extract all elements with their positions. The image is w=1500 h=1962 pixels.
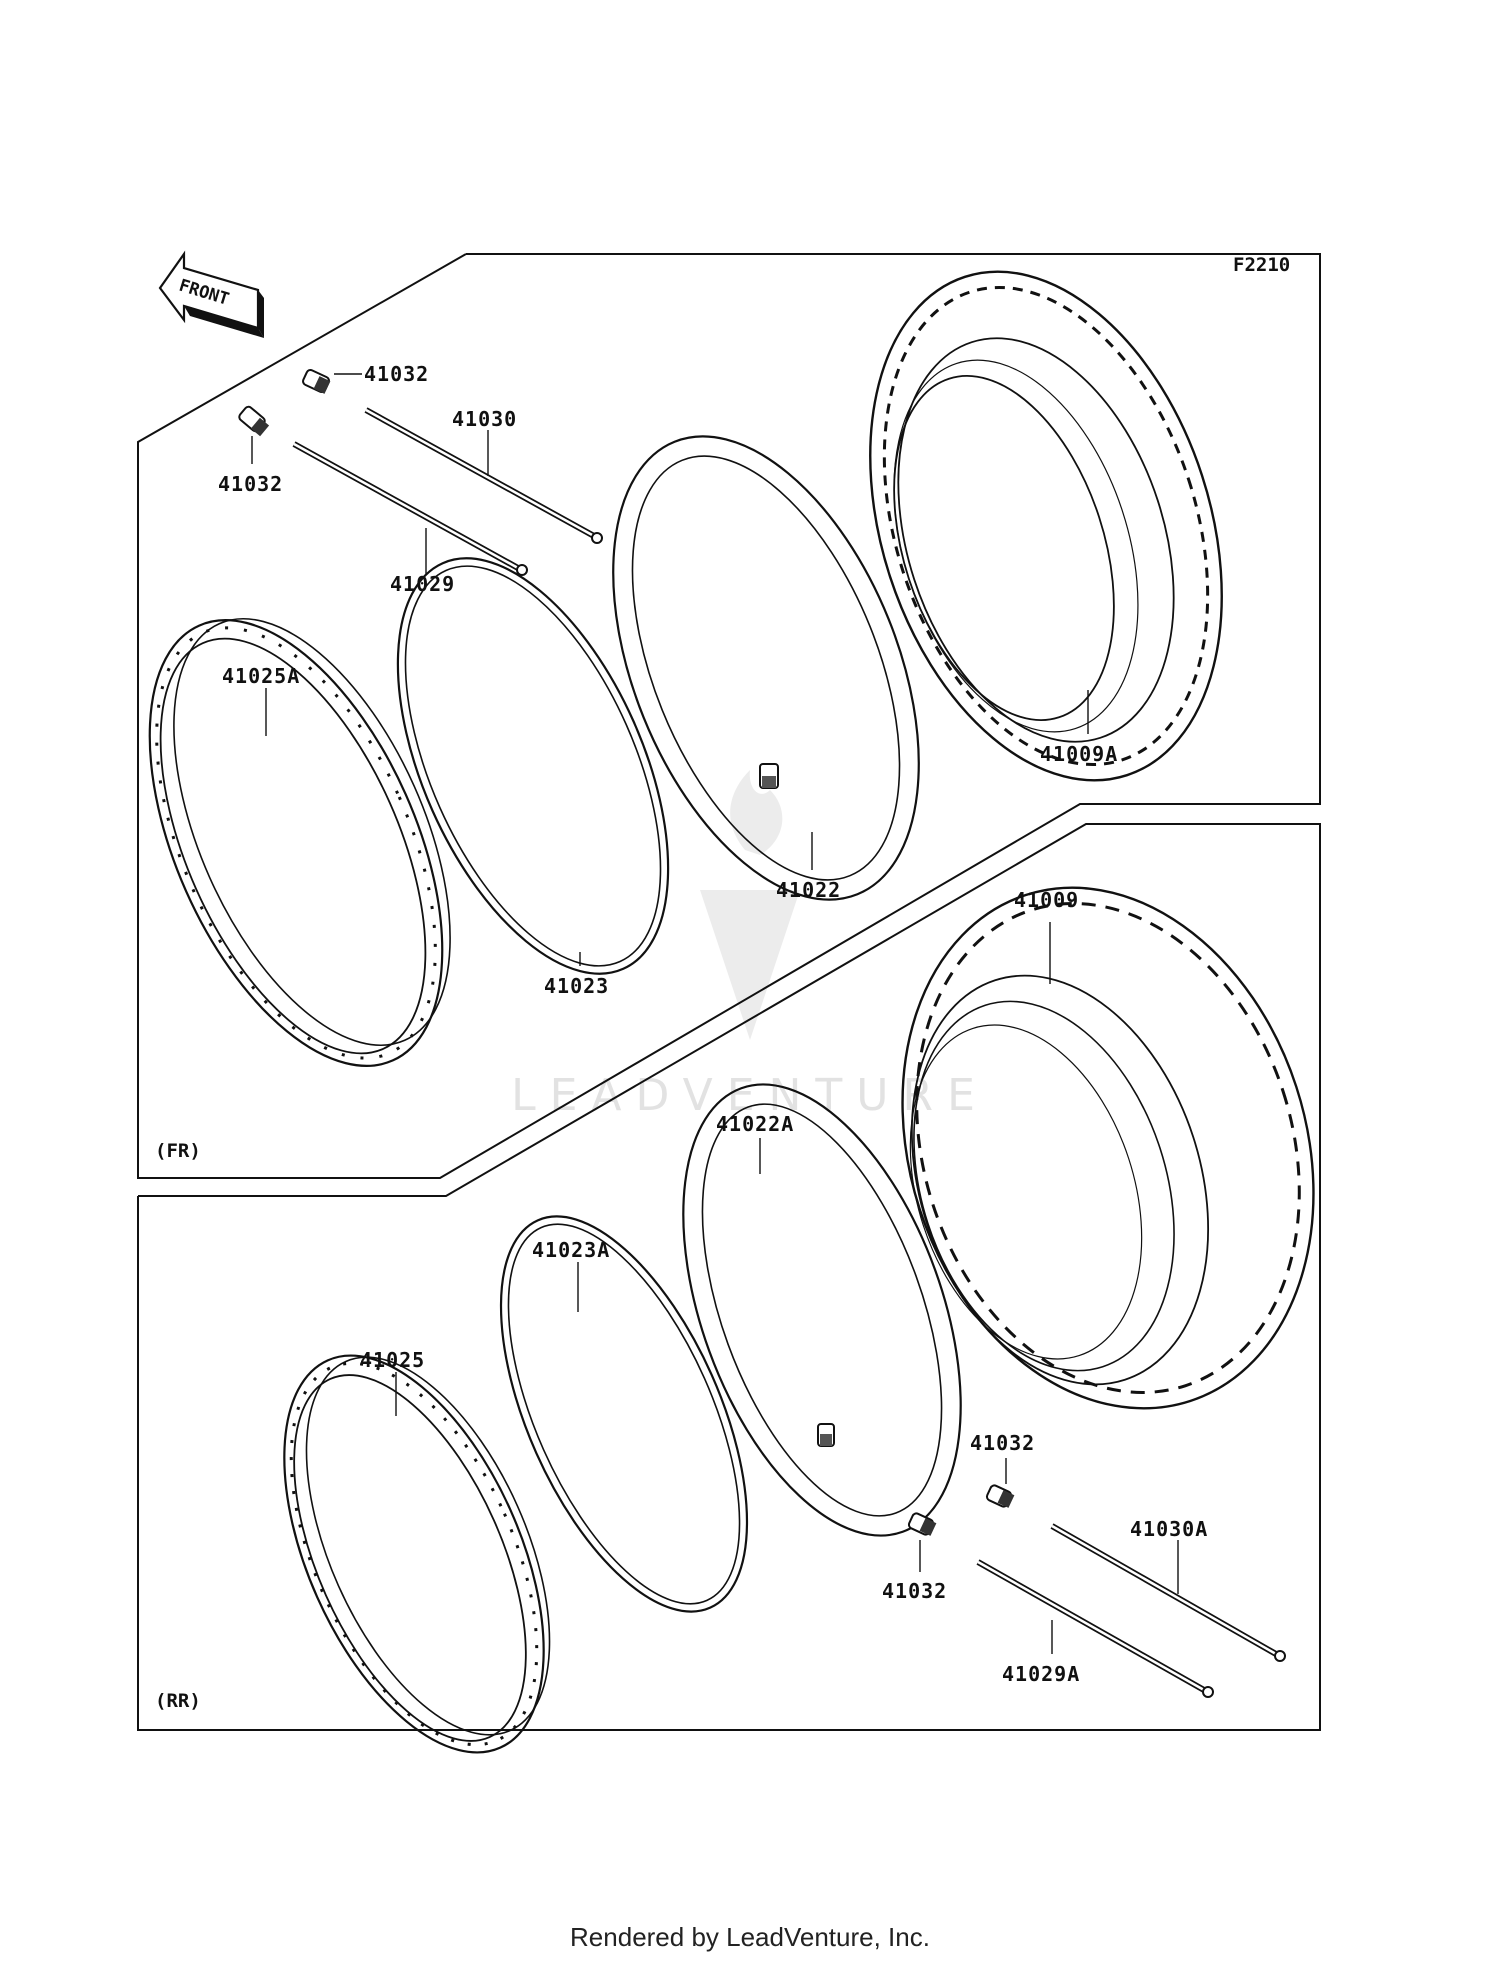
figure-code: F2210 [1233, 254, 1290, 276]
part-number-valve-fr-1[interactable]: 41032 [364, 362, 429, 386]
part-number-spoke-outer-fr[interactable]: 41030 [452, 407, 517, 431]
tire-icon [901, 886, 1315, 1410]
part-number-rim-band-rr[interactable]: 41023A [532, 1238, 610, 1262]
part-number-rim-rr[interactable]: 41025 [360, 1348, 425, 1372]
part-number-tube-rr[interactable]: 41022A [716, 1112, 794, 1136]
section-label-fr: (FR) [155, 1140, 201, 1162]
spoke-icon [364, 407, 603, 544]
part-number-rim-band-fr[interactable]: 41023 [544, 974, 609, 998]
footer-credit: Rendered by LeadVenture, Inc. [570, 1922, 930, 1952]
valve-cap-icon [985, 1484, 1015, 1508]
rim-band-icon [396, 557, 670, 975]
watermark: LEADVENTURE [511, 770, 975, 1121]
rim-band-icon [499, 1215, 749, 1613]
spoke-icon [976, 1559, 1214, 1698]
part-number-valve-rr-2[interactable]: 41032 [882, 1579, 947, 1603]
part-number-spoke-inner-rr[interactable]: 41029A [1002, 1662, 1080, 1686]
inner-tube-icon [682, 1083, 962, 1537]
rim-icon [148, 617, 451, 1067]
valve-cap-icon [907, 1512, 937, 1536]
valve-cap-icon [238, 405, 270, 437]
front-section-border [137, 253, 1321, 1179]
inner-tube-icon [612, 435, 920, 901]
section-label-rr: (RR) [155, 1690, 201, 1712]
part-number-rim-fr[interactable]: 41025A [222, 664, 300, 688]
spoke-icon [1050, 1523, 1286, 1662]
rear-section-border [137, 823, 1321, 1731]
part-number-spoke-outer-rr[interactable]: 41030A [1130, 1517, 1208, 1541]
part-number-valve-rr-1[interactable]: 41032 [970, 1431, 1035, 1455]
rim-icon [283, 1354, 551, 1754]
valve-cap-icon [302, 368, 331, 394]
spoke-icon [292, 441, 528, 576]
part-number-valve-fr-2[interactable]: 41032 [218, 472, 283, 496]
tire-icon [869, 270, 1223, 782]
part-number-tire-rr[interactable]: 41009 [1014, 888, 1079, 912]
part-number-tire-fr[interactable]: 41009A [1040, 742, 1118, 766]
front-arrow-icon: FRONT [158, 250, 264, 338]
part-number-tube-fr[interactable]: 41022 [776, 878, 841, 902]
